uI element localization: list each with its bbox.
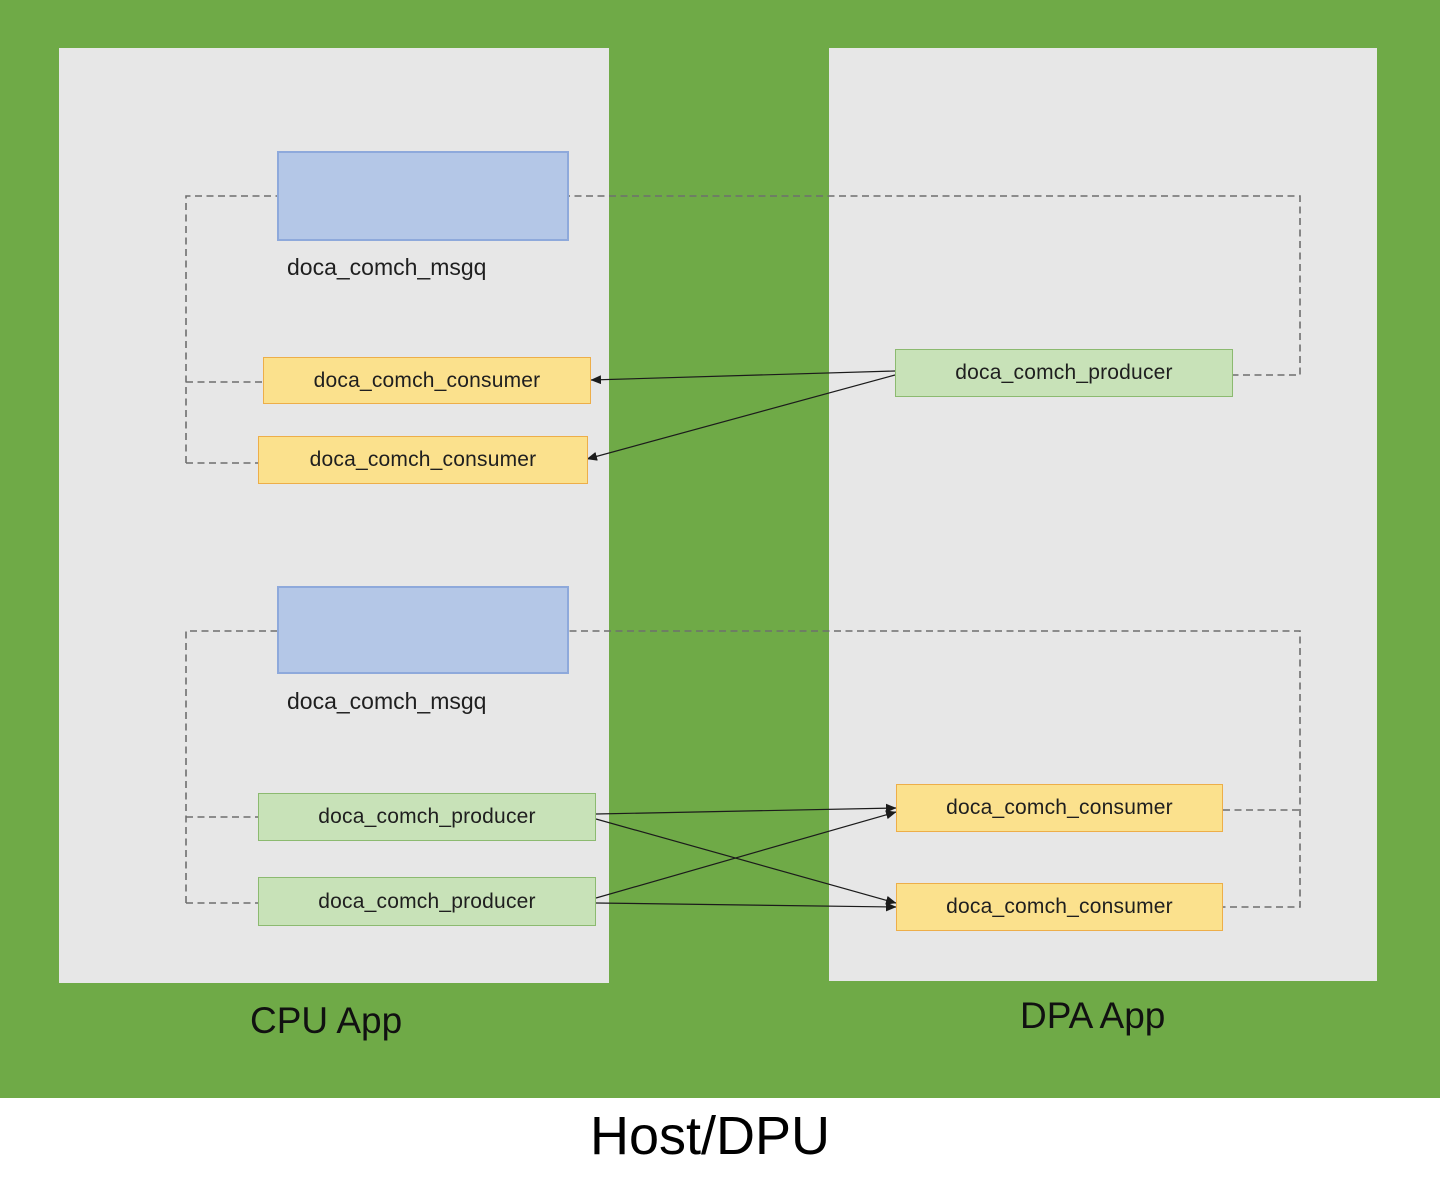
cpu-producer-label-1: doca_comch_producer <box>318 805 536 828</box>
dpa-app-label: DPA App <box>1020 995 1166 1036</box>
dpa-producer-label: doca_comch_producer <box>955 361 1173 384</box>
cpu-app-label: CPU App <box>250 1000 403 1041</box>
dpa-app-panel <box>829 48 1377 981</box>
msgq-box-session1 <box>277 151 569 241</box>
dpa-consumer-label-2: doca_comch_consumer <box>946 895 1173 918</box>
dpa-producer-box: doca_comch_producer <box>895 349 1233 397</box>
cpu-producer-label-2: doca_comch_producer <box>318 889 536 913</box>
cpu-producer-box-2: doca_comch_producer <box>258 877 596 926</box>
cpu-producer-box-1: doca_comch_producer <box>258 793 596 841</box>
dpa-consumer-box-2: doca_comch_consumer <box>896 883 1223 931</box>
dpa-consumer-box-1: doca_comch_consumer <box>896 784 1223 832</box>
cpu-consumer-label-1: doca_comch_consumer <box>313 368 541 392</box>
dpa-consumer-label-1: doca_comch_consumer <box>946 796 1173 819</box>
cpu-consumer-box-1: doca_comch_consumer <box>263 357 591 404</box>
msgq-caption-session1: doca_comch_msgq <box>287 254 487 280</box>
cpu-consumer-box-2: doca_comch_consumer <box>258 436 588 484</box>
msgq-box-session2 <box>277 586 569 674</box>
msgq-caption-session2: doca_comch_msgq <box>287 688 487 714</box>
page-title: Host/DPU <box>589 1106 831 1166</box>
cpu-consumer-label-2: doca_comch_consumer <box>309 448 537 471</box>
